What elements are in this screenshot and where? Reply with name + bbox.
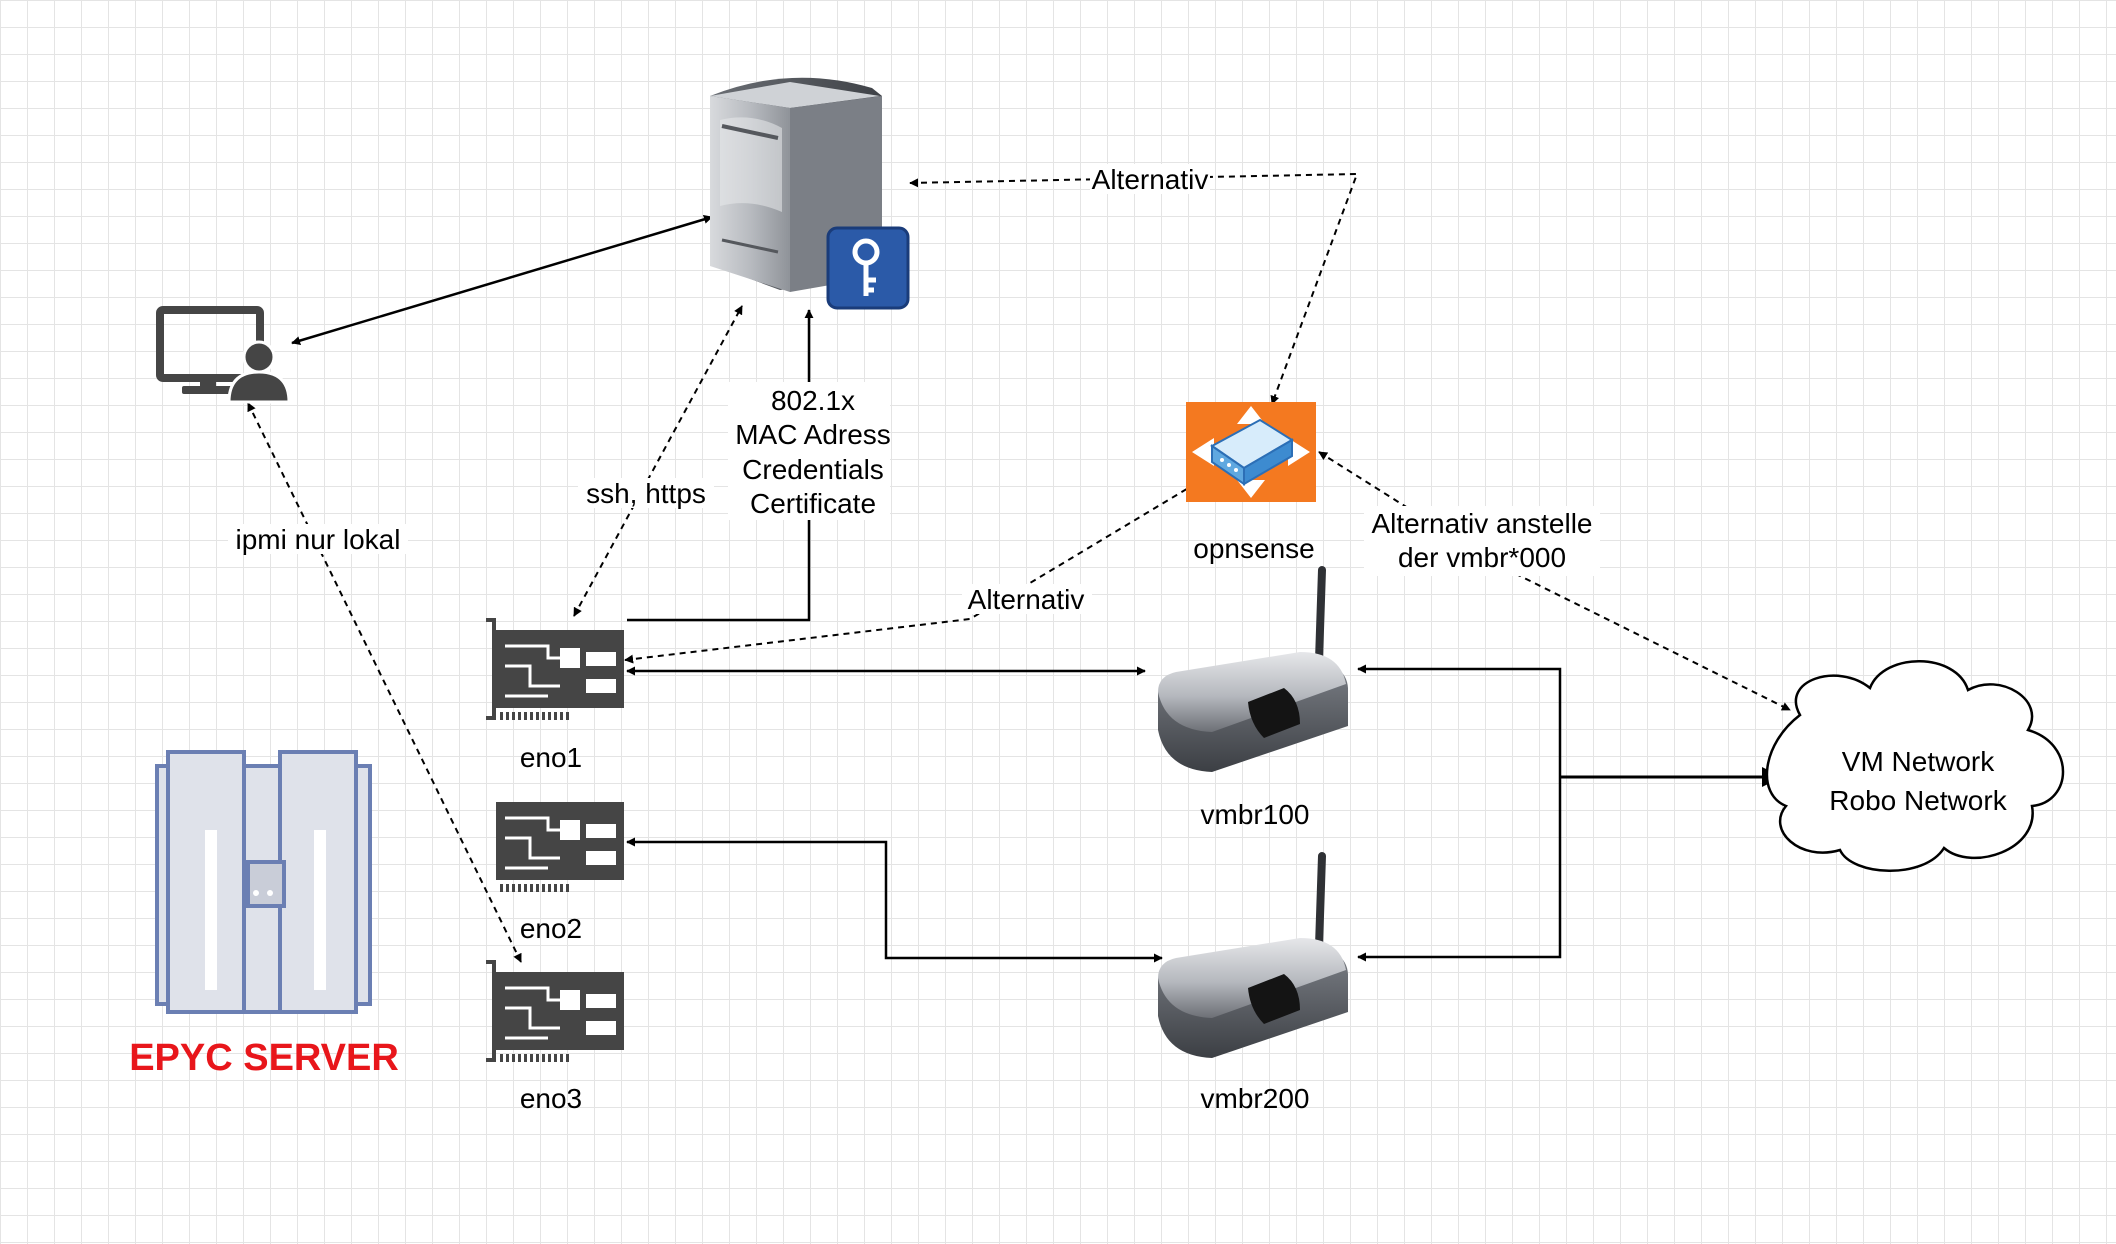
edge-pc-eno3-ipmi: [247, 402, 522, 963]
label-eno2: eno2: [520, 913, 582, 944]
vmbr200-router-icon[interactable]: [1158, 852, 1348, 1058]
edge-label-auth-3: Credentials: [742, 454, 884, 485]
label-vmbr100: vmbr100: [1201, 799, 1310, 830]
nic-eno1-icon[interactable]: [486, 618, 624, 720]
nic-eno3-icon[interactable]: [486, 960, 624, 1062]
edge-label-auth-2: MAC Adress: [735, 419, 891, 450]
opnsense-firewall-icon[interactable]: [1186, 402, 1316, 502]
edge-label-ssh-https: ssh, https: [586, 478, 706, 509]
label-eno1: eno1: [520, 742, 582, 773]
vmbr100-router-icon[interactable]: [1158, 566, 1348, 772]
edge-label-alt-anstelle-1: Alternativ anstelle: [1371, 508, 1592, 539]
edge-pc-server: [291, 215, 713, 345]
edge-label-alt-anstelle-2: der vmbr*000: [1398, 542, 1566, 573]
epyc-server-rack-icon[interactable]: [155, 750, 372, 1014]
label-vmbr200: vmbr200: [1201, 1083, 1310, 1114]
edge-label-alternativ-mid: Alternativ: [968, 584, 1085, 615]
edge-opnsense-cloud: [1318, 451, 1791, 711]
edge-label-auth-1: 802.1x: [771, 385, 855, 416]
cloud-label-2: Robo Network: [1829, 785, 2007, 816]
edge-eno1-server-ssh: [573, 305, 743, 617]
network-cloud-icon[interactable]: [1765, 660, 2065, 872]
label-opnsense: opnsense: [1193, 533, 1314, 564]
edge-eno1-opnsense: [624, 483, 1196, 664]
cloud-label-1: VM Network: [1842, 746, 1995, 777]
label-eno3: eno3: [520, 1083, 582, 1114]
edge-label-auth-4: Certificate: [750, 488, 876, 519]
edge-vmbr200-cloud: [1357, 777, 1562, 962]
key-badge-icon: [826, 226, 910, 310]
edge-vmbr100-cloud: [1357, 664, 1562, 777]
computer-user-icon[interactable]: [156, 306, 291, 404]
edge-server-opnsense: [909, 172, 1359, 405]
edge-eno2-vmbr200: [626, 837, 1163, 963]
edge-label-ipmi: ipmi nur lokal: [236, 524, 401, 555]
edge-label-alternativ-top: Alternativ: [1092, 164, 1209, 195]
epyc-server-title: EPYC SERVER: [129, 1037, 399, 1079]
nic-eno2-icon[interactable]: [496, 802, 624, 892]
